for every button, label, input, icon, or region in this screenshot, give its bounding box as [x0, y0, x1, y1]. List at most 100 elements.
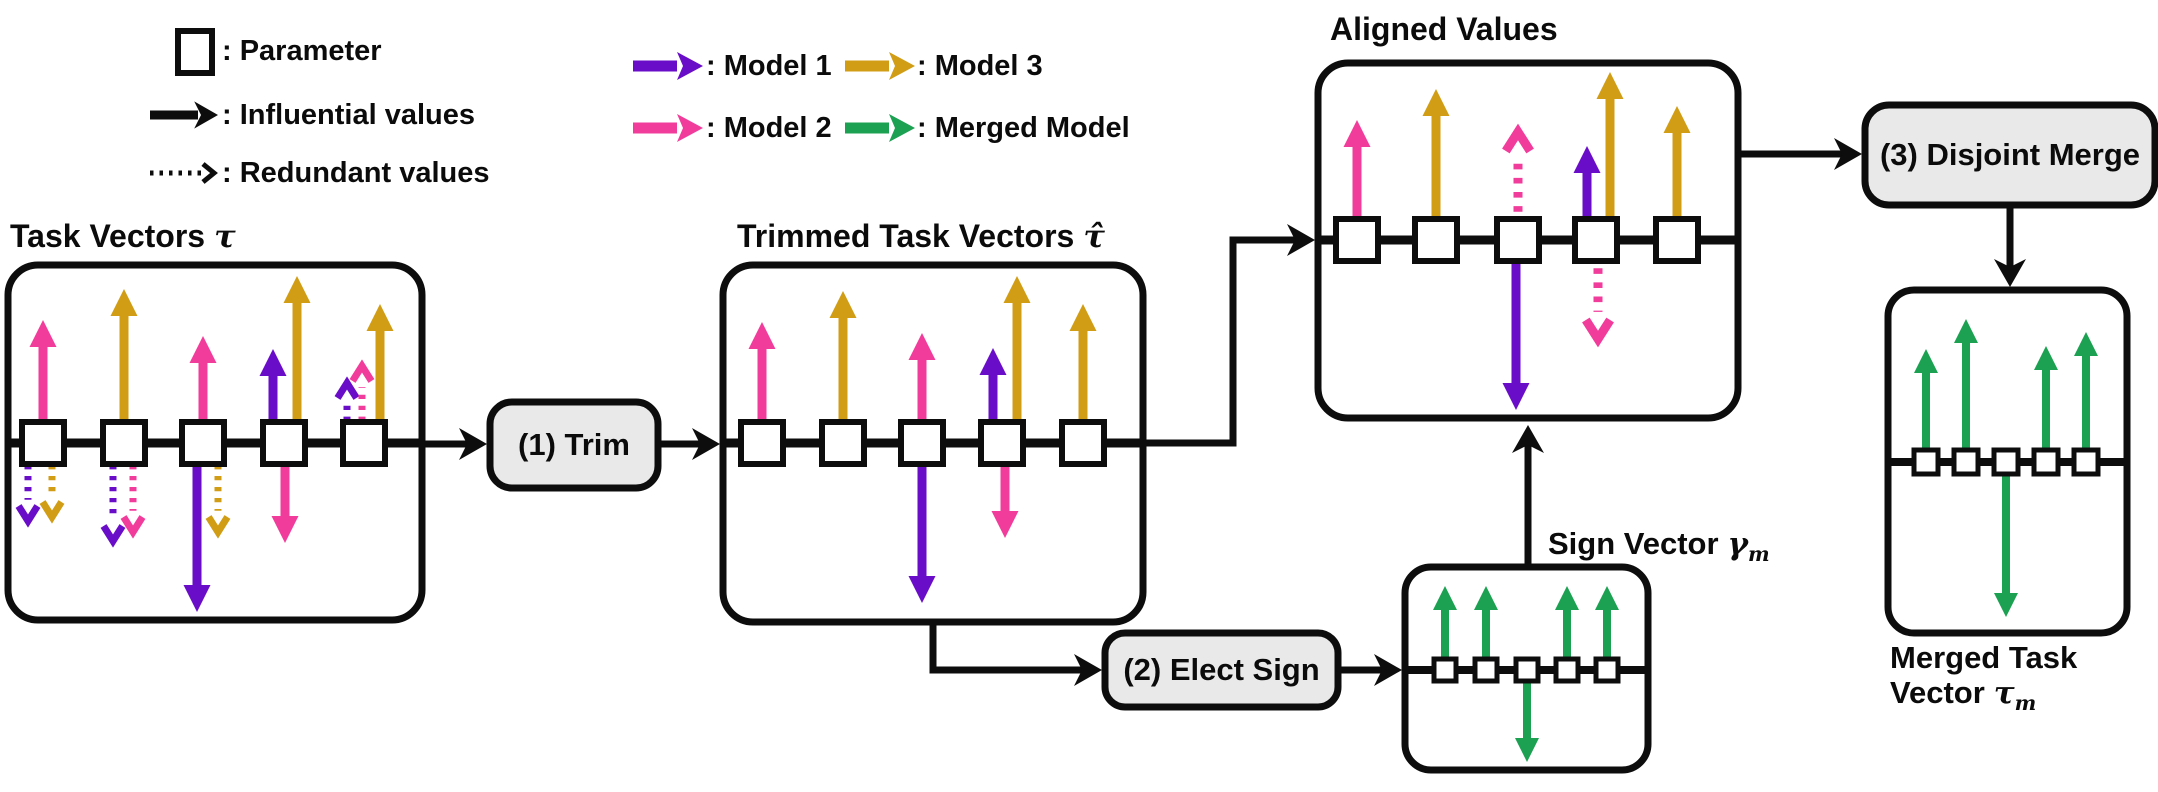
aligned-values-title: Aligned Values	[1330, 11, 1558, 47]
model3-up-arrow-head	[1663, 106, 1691, 133]
trim-to-trimmed-arrowhead	[692, 428, 720, 460]
model2-up-arrow-head	[1502, 123, 1534, 154]
parameter-square	[1553, 656, 1581, 684]
parameter-square	[19, 419, 67, 467]
merged-down-arrow-head	[1994, 593, 2018, 617]
parameter-square	[1991, 447, 2021, 477]
parameter-square	[1911, 447, 1941, 477]
tau-symbol: τ	[214, 217, 236, 255]
parameter-square	[1513, 656, 1541, 684]
model2-down-arrow-head	[991, 511, 1019, 538]
model1-down-arrow-head	[908, 576, 936, 603]
model3-up-arrow-head	[829, 291, 857, 318]
model3-up-arrow-head	[366, 304, 394, 331]
model1-down-arrow-head	[183, 585, 211, 612]
merged-up-arrow-head	[1474, 586, 1498, 610]
legend-model1-label: : Model 1	[706, 50, 832, 82]
tau-m-symbol: τ	[1993, 674, 2015, 711]
merged-up-arrow-head	[1595, 586, 1619, 610]
legend-merged-model-label: : Merged Model	[917, 112, 1130, 144]
model2-up-arrow-head	[908, 333, 936, 360]
trimmed-to-elect-arrowhead	[1074, 654, 1102, 686]
parameter-square	[179, 419, 227, 467]
parameter-square	[2071, 447, 2101, 477]
parameter-square	[898, 419, 946, 467]
model3-up-arrow-head	[1003, 276, 1031, 303]
model2-arrow-icon-head	[677, 114, 703, 142]
legend-model2-label: : Model 2	[706, 112, 832, 144]
trim-step-label: (1) Trim	[518, 427, 630, 462]
merged-up-arrow-head	[1954, 319, 1978, 343]
legend-parameter-label: : Parameter	[222, 35, 382, 67]
trimmed-to-elect	[929, 620, 1086, 674]
merged-up-arrow-head	[1433, 586, 1457, 610]
model1-up-arrow-head	[259, 349, 287, 376]
parameter-square	[1333, 216, 1381, 264]
model3-up-arrow-head	[1069, 304, 1097, 331]
merged-up-arrow-head	[2074, 332, 2098, 356]
model2-up-arrow-head	[1343, 120, 1371, 147]
model2-up-arrow-head	[349, 359, 375, 383]
parameter-square	[1572, 216, 1620, 264]
parameter-square	[819, 419, 867, 467]
merged-up-arrow-head	[1914, 349, 1938, 373]
model3-arrow-icon-head	[889, 52, 915, 80]
parameter-square	[1951, 447, 1981, 477]
parameter-square-icon	[175, 28, 215, 76]
merged-down-arrow-head	[1515, 738, 1539, 762]
parameter-square	[1412, 216, 1460, 264]
gamma-symbol: γ	[1727, 526, 1749, 562]
model3-down-arrow-head	[39, 500, 65, 524]
merged-arrow-icon-head	[889, 114, 915, 142]
parameter-square	[1593, 656, 1621, 684]
model2-up-arrow-head	[189, 336, 217, 363]
parameter-square	[2031, 447, 2061, 477]
model1-up-arrow-head	[1573, 146, 1601, 173]
legend-model3-label: : Model 3	[917, 50, 1043, 82]
task-to-trim-arrowhead	[459, 428, 487, 460]
trimmed-to-aligned	[1139, 236, 1299, 447]
influential-arrow-icon	[194, 101, 218, 129]
model2-up-arrow-head	[748, 322, 776, 349]
parameter-square	[340, 419, 388, 467]
parameter-square	[260, 419, 308, 467]
model2-up-arrow-head	[29, 320, 57, 347]
model2-down-arrow-head	[271, 516, 299, 543]
model1-down-arrow-head	[15, 504, 41, 528]
trimmed-to-aligned-arrowhead	[1287, 224, 1315, 256]
model3-up-arrow-head	[283, 276, 311, 303]
elect-to-sign-arrowhead	[1374, 654, 1402, 686]
parameter-square	[738, 419, 786, 467]
merged-up-arrow-head	[1555, 586, 1579, 610]
parameter-square	[1472, 656, 1500, 684]
parameter-square	[1059, 419, 1107, 467]
parameter-square	[100, 419, 148, 467]
disjoint-merge-step-label: (3) Disjoint Merge	[1879, 137, 2141, 172]
model1-up-arrow-head	[979, 348, 1007, 375]
model1-down-arrow-head	[100, 524, 126, 548]
model2-down-arrow-head	[1582, 317, 1614, 348]
merge-to-merged-arrowhead	[1994, 259, 2026, 287]
elect-sign-step-label: (2) Elect Sign	[1123, 652, 1320, 687]
model2-down-arrow-head	[120, 515, 146, 539]
model1-down-arrow-head	[1502, 383, 1530, 410]
model3-up-arrow-head	[1422, 89, 1450, 116]
model1-up-arrow-head	[334, 376, 360, 400]
model1-arrow-icon-head	[677, 52, 703, 80]
parameter-square	[1431, 656, 1459, 684]
tau-hat-symbol: τ̂	[1083, 217, 1105, 255]
redundant-arrow-icon	[201, 162, 218, 184]
merged-up-arrow-head	[2034, 346, 2058, 370]
legend-redundant-label: : Redundant values	[222, 157, 490, 189]
model3-up-arrow-head	[1596, 72, 1624, 99]
parameter-square	[978, 419, 1026, 467]
aligned-to-merge-arrowhead	[1834, 138, 1862, 170]
parameter-square	[1494, 216, 1542, 264]
legend-influential-label: : Influential values	[222, 99, 475, 131]
